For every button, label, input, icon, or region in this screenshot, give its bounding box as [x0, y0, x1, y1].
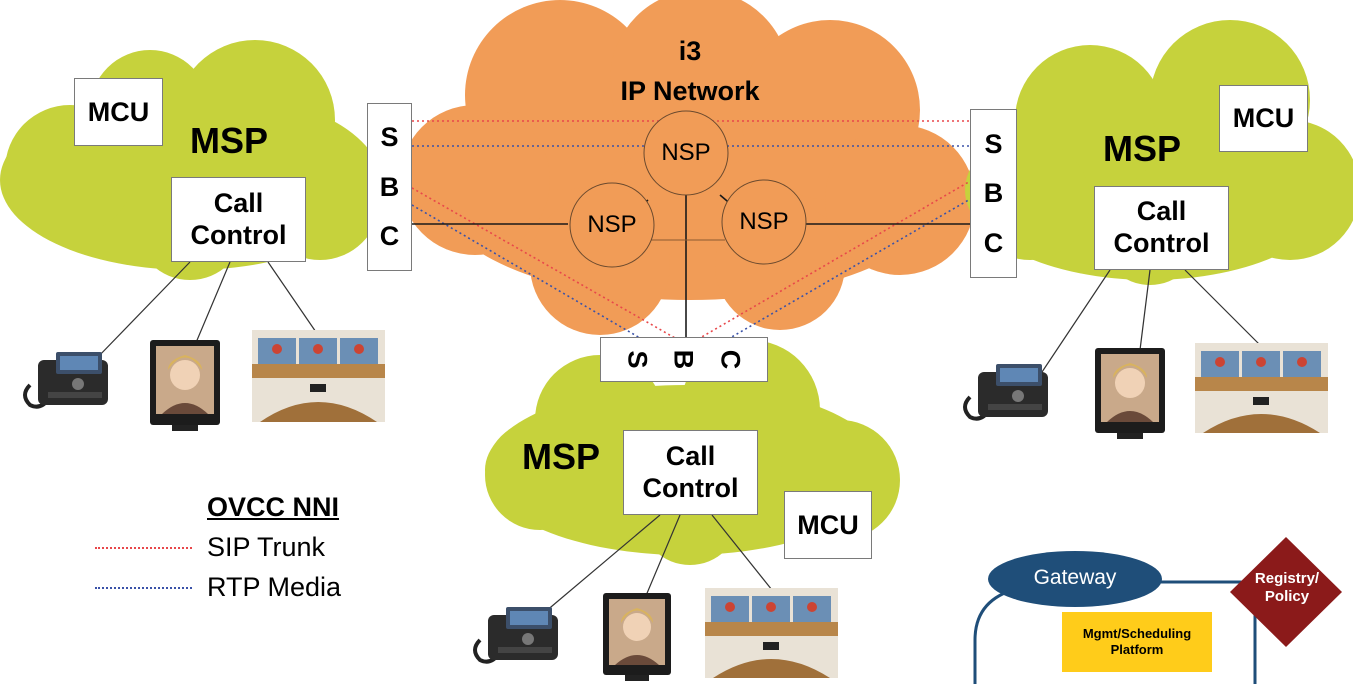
registry-shape	[1230, 537, 1342, 647]
legend-sip-trunk: SIP Trunk	[207, 532, 326, 562]
right-sbc-box: S B C	[970, 109, 1017, 278]
gateway-label: Gateway	[1033, 566, 1117, 589]
sbc-letter: S	[984, 128, 1003, 159]
bottom-msp-label: MSP	[522, 436, 601, 477]
mgmt-line2: Platform	[1110, 642, 1164, 658]
mgmt-line1: Mgmt/Scheduling	[1082, 626, 1192, 641]
sbc-letter: B	[983, 178, 1004, 208]
call-control-line1: Call	[1136, 196, 1187, 227]
legend-title: OVCC NNI	[207, 492, 340, 522]
telepresence-room-icon	[1195, 343, 1328, 433]
video-monitor-icon	[1095, 348, 1165, 439]
desk-phone-icon	[963, 364, 1048, 421]
registry-line1: Registry/	[1254, 570, 1320, 587]
sbc-letter: S	[380, 122, 399, 153]
device-links	[94, 261, 1261, 613]
sbc-letter: B	[668, 349, 699, 370]
left-mcu-box: MCU	[74, 78, 163, 146]
left-msp-label: MSP	[190, 120, 269, 161]
desk-phone-icon	[23, 352, 108, 409]
corner-platform-graphics	[973, 537, 1342, 684]
bottom-call-control-box: Call Control	[623, 430, 758, 515]
mgmt-shape	[1062, 612, 1212, 672]
gateway-shape	[988, 551, 1162, 607]
nsp-node-top	[643, 110, 729, 196]
mgmt-label: Mgmt/Scheduling Platform	[1062, 626, 1212, 659]
sip-trunk-links	[411, 120, 973, 339]
telepresence-room-icon	[705, 588, 838, 678]
call-control-line1: Call	[213, 187, 264, 218]
registry-label: Registry/ Policy	[1242, 570, 1332, 606]
right-msp-label: MSP	[1103, 128, 1182, 169]
sip-trunk-swatch	[95, 547, 192, 549]
right-mcu-box: MCU	[1219, 85, 1308, 152]
nsp-label-left: NSP	[587, 211, 637, 238]
left-call-control-box: Call Control	[171, 177, 306, 262]
video-monitor-icon	[603, 593, 671, 681]
video-monitor-icon	[150, 340, 220, 431]
call-control-line2: Control	[642, 472, 739, 503]
desk-phone-icon	[473, 607, 558, 664]
registry-line2: Policy	[1264, 588, 1310, 605]
sbc-letter: S	[622, 350, 653, 369]
sbc-letter: B	[379, 171, 400, 202]
sbc-letter: C	[379, 220, 400, 251]
call-control-line2: Control	[190, 219, 287, 250]
nsp-label-top: NSP	[661, 139, 711, 166]
right-call-control-box: Call Control	[1094, 186, 1229, 270]
rtp-media-links	[411, 145, 973, 339]
call-control-line2: Control	[1113, 228, 1210, 258]
left-sbc-box: S B C	[367, 103, 412, 271]
rtp-media-swatch	[95, 587, 192, 589]
bottom-sbc-box: S B C	[600, 337, 768, 382]
legend-rtp-media: RTP Media	[207, 572, 342, 602]
nsp-links	[412, 192, 972, 338]
sbc-letter: C	[715, 349, 746, 370]
network-subtitle: IP Network	[620, 76, 760, 106]
telepresence-room-icon	[252, 330, 385, 422]
nsp-node-left	[569, 182, 655, 268]
nsp-node-right	[721, 179, 807, 265]
network-title: i3	[678, 36, 702, 66]
call-control-line1: Call	[665, 440, 716, 471]
nsp-label-right: NSP	[739, 208, 789, 235]
sbc-letter: C	[983, 227, 1004, 258]
bottom-mcu-box: MCU	[784, 491, 872, 559]
